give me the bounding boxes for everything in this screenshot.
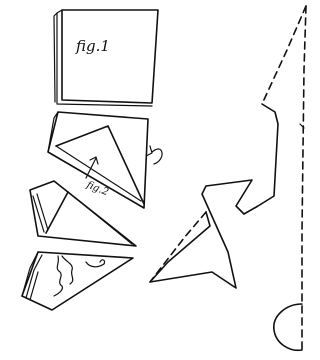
fig3-inner-fold [46, 192, 68, 233]
fig4-cut-line-1 [54, 256, 62, 296]
fig4-stack-edge-3 [30, 272, 38, 300]
fig3-fold-line [68, 192, 132, 244]
fig3-folded-triangle [30, 181, 136, 246]
fig1-stack-edge-1 [57, 10, 152, 106]
fig3-inner-edge-2 [37, 194, 48, 230]
fig4-cut-triangle [22, 252, 133, 310]
fig1-label: fig.1 [75, 37, 110, 55]
unfolded-result-shape [150, 6, 306, 352]
fig2-pointer-arrow-shaft [86, 158, 96, 178]
result-bottom-lobe [274, 304, 302, 350]
result-dashed-edge-lower-left [150, 212, 206, 282]
fig3-triangle-outline [30, 181, 136, 246]
fig4-cut-line-2 [62, 256, 73, 284]
result-dashed-edge-right [302, 6, 306, 352]
fig1-square-sheet: fig.1 [54, 10, 158, 106]
fig2-folded-square: fig.2 [48, 112, 162, 208]
result-solid-contour [150, 104, 278, 288]
fig4-cut-line-3 [86, 260, 105, 267]
result-dashed-edge-spike [262, 6, 306, 104]
fig1-square-outline [62, 10, 158, 103]
fig2-label: fig.2 [84, 179, 110, 198]
fig2-fold-arrow-curve [152, 149, 162, 164]
